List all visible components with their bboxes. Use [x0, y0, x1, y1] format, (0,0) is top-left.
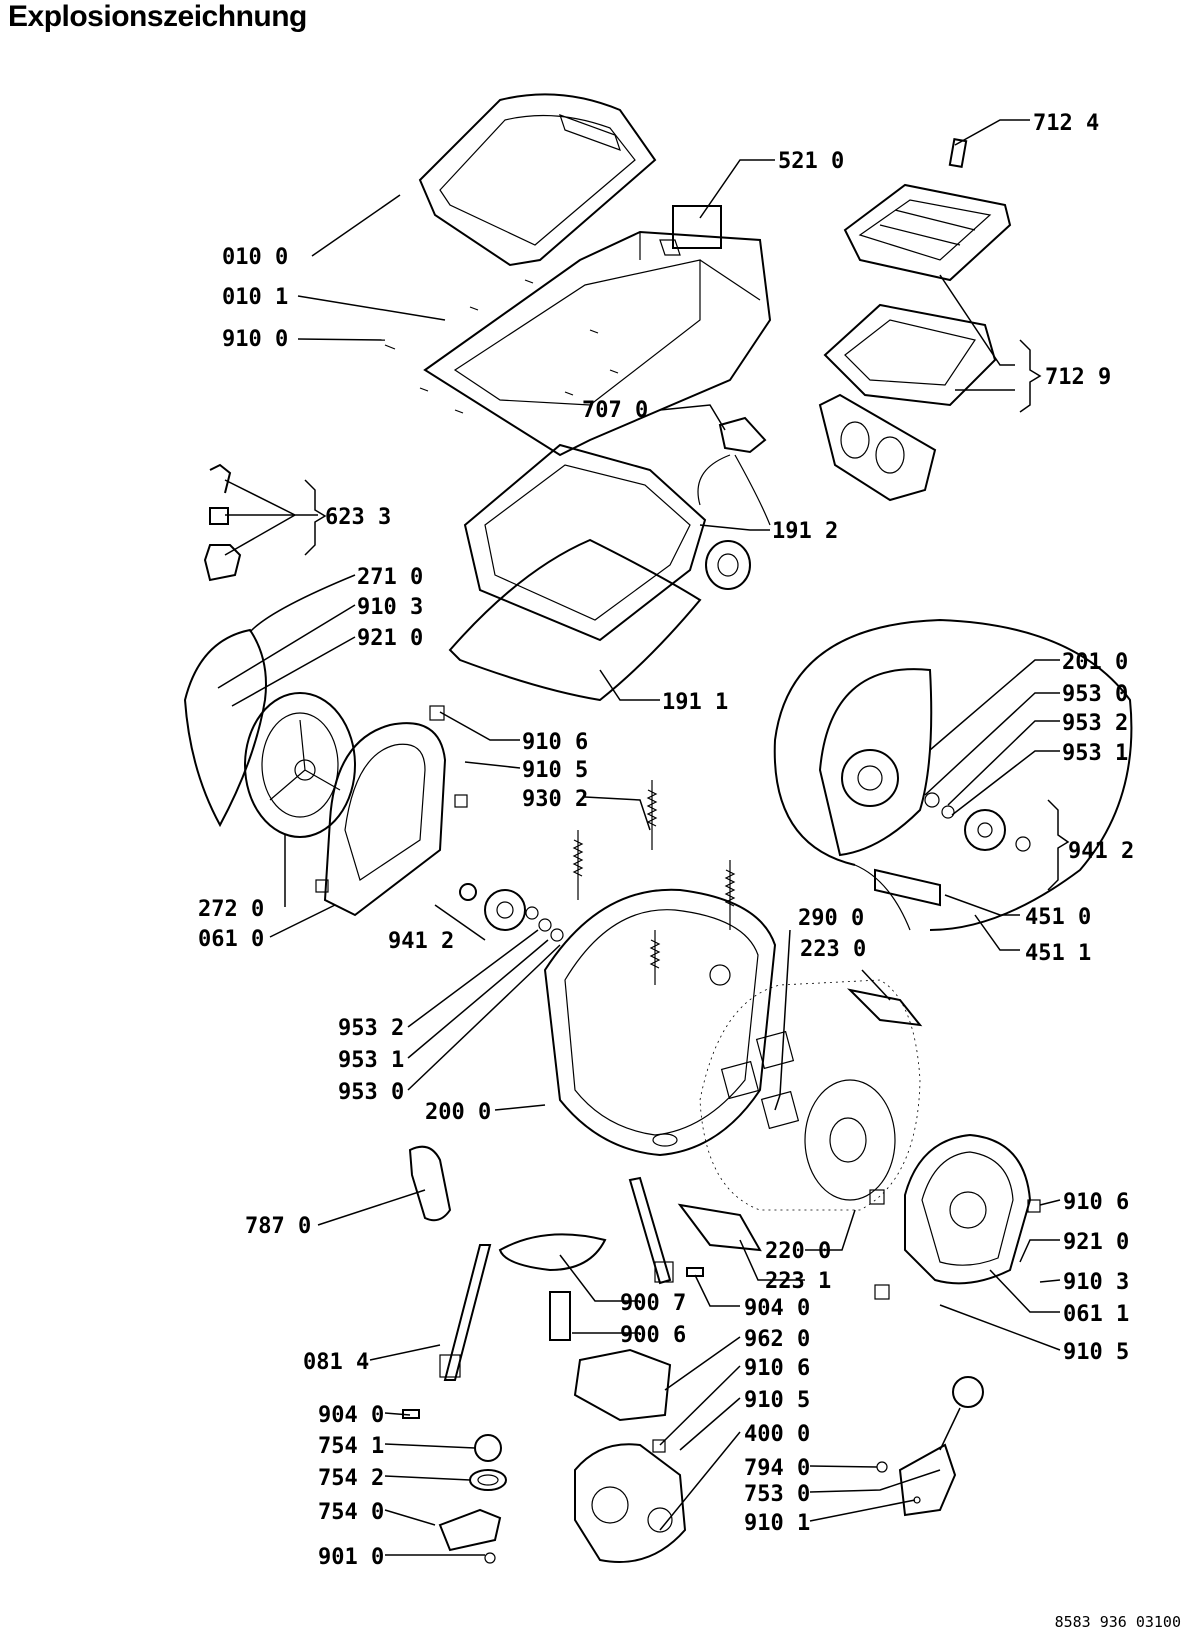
label-910-5-upper: 910 5: [522, 758, 588, 783]
label-201-0: 201 0: [1062, 650, 1128, 675]
switch-parts-drawing: [203, 463, 242, 582]
label-930-2: 930 2: [522, 787, 588, 812]
label-220-0: 220 0: [765, 1239, 831, 1264]
label-910-0: 910 0: [222, 327, 288, 352]
rear-cover-drawing: [904, 1133, 1032, 1285]
pressure-switch-drawing: [876, 1376, 984, 1517]
label-010-0: 010 0: [222, 245, 288, 270]
label-901-0: 901 0: [318, 1545, 384, 1570]
pump-parts-drawing: [438, 1434, 507, 1564]
label-910-5-lower: 910 5: [744, 1388, 810, 1413]
label-962-0: 962 0: [744, 1327, 810, 1352]
dispenser-parts-drawing: [818, 183, 1012, 502]
bearings-left-drawing: [459, 883, 564, 942]
label-290-0: 290 0: [798, 906, 864, 931]
label-910-5-right: 910 5: [1063, 1340, 1129, 1365]
label-712-9: 712 9: [1045, 365, 1111, 390]
label-753-0: 753 0: [744, 1482, 810, 1507]
label-451-1: 451 1: [1025, 941, 1091, 966]
label-953-1-lower: 953 1: [338, 1048, 404, 1073]
label-787-0: 787 0: [245, 1214, 311, 1239]
label-904-0-left: 904 0: [318, 1403, 384, 1428]
motor-drawing: [574, 1443, 687, 1563]
label-712-4: 712 4: [1033, 111, 1099, 136]
document-number: 8583 936 03100: [1054, 1613, 1181, 1631]
pulley-drawing: [244, 692, 356, 838]
detail-inset-drawing: [773, 618, 1133, 931]
label-623-3: 623 3: [325, 505, 391, 530]
drum-rear-tub-drawing: [699, 979, 921, 1211]
hose-drawing: [408, 1145, 452, 1222]
label-953-0-upper: 953 0: [1062, 682, 1128, 707]
label-910-1: 910 1: [744, 1511, 810, 1536]
lifter-top-drawing: [846, 988, 923, 1027]
worktop-frame-drawing: [423, 230, 772, 457]
label-900-7: 900 7: [620, 1291, 686, 1316]
label-910-3-upper: 910 3: [357, 595, 423, 620]
label-910-6-right: 910 6: [1063, 1190, 1129, 1215]
label-953-1-upper: 953 1: [1062, 741, 1128, 766]
label-910-6-upper: 910 6: [522, 730, 588, 755]
springs-drawing: [572, 780, 736, 985]
rear-tub-cover-drawing: [323, 722, 447, 917]
label-191-1: 191 1: [662, 690, 728, 715]
label-707-0: 707 0: [582, 398, 648, 423]
label-200-0: 200 0: [425, 1100, 491, 1125]
label-754-0: 754 0: [318, 1500, 384, 1525]
label-953-2-lower: 953 2: [338, 1016, 404, 1041]
heat-shield-drawing: [573, 1348, 672, 1422]
top-lid-drawing: [418, 93, 657, 267]
label-061-0: 061 0: [198, 927, 264, 952]
part-labels: 010 0 010 1 910 0 521 0 712 4 712 9 707 …: [198, 111, 1134, 1570]
label-953-0-lower: 953 0: [338, 1080, 404, 1105]
screws-drawing: [384, 279, 619, 414]
belt-drawing: [183, 628, 267, 828]
label-plate-drawing: [672, 205, 722, 249]
label-271-0: 271 0: [357, 565, 423, 590]
label-272-0: 272 0: [198, 897, 264, 922]
label-521-0: 521 0: [778, 149, 844, 174]
label-921-0-lower: 921 0: [1063, 1230, 1129, 1255]
label-223-0: 223 0: [800, 937, 866, 962]
leader-lines: [217, 119, 1070, 1556]
label-400-0: 400 0: [744, 1422, 810, 1447]
label-754-2: 754 2: [318, 1466, 384, 1491]
label-010-1: 010 1: [222, 285, 288, 310]
filter-plug-drawing: [549, 1291, 571, 1341]
shock-absorber-left-drawing: [439, 1244, 492, 1381]
label-754-1: 754 1: [318, 1434, 384, 1459]
label-794-0: 794 0: [744, 1456, 810, 1481]
label-451-0: 451 0: [1025, 905, 1091, 930]
label-904-0-right: 904 0: [744, 1296, 810, 1321]
page-title: Explosionszeichnung: [8, 0, 307, 33]
pin-drawing: [948, 137, 968, 169]
tub-front-half-drawing: [543, 888, 777, 1157]
label-953-2-upper: 953 2: [1062, 711, 1128, 736]
label-941-2-left: 941 2: [388, 929, 454, 954]
label-061-1: 061 1: [1063, 1302, 1129, 1327]
label-191-2: 191 2: [772, 519, 838, 544]
label-921-0-upper: 921 0: [357, 626, 423, 651]
lifter-bottom-drawing: [677, 1203, 762, 1252]
filter-drawing: [498, 1233, 607, 1272]
valve-drawing: [697, 416, 771, 526]
label-081-4: 081 4: [303, 1350, 369, 1375]
label-900-6: 900 6: [620, 1323, 686, 1348]
hardware-bits-drawing: [315, 705, 1041, 1453]
tub-cover-drawing: [448, 443, 751, 702]
label-910-6-lower: 910 6: [744, 1356, 810, 1381]
pin-right-drawing: [686, 1267, 704, 1277]
shock-absorber-right-drawing: [628, 1176, 674, 1285]
label-941-2-right: 941 2: [1068, 839, 1134, 864]
label-223-1: 223 1: [765, 1269, 831, 1294]
label-910-3-lower: 910 3: [1063, 1270, 1129, 1295]
